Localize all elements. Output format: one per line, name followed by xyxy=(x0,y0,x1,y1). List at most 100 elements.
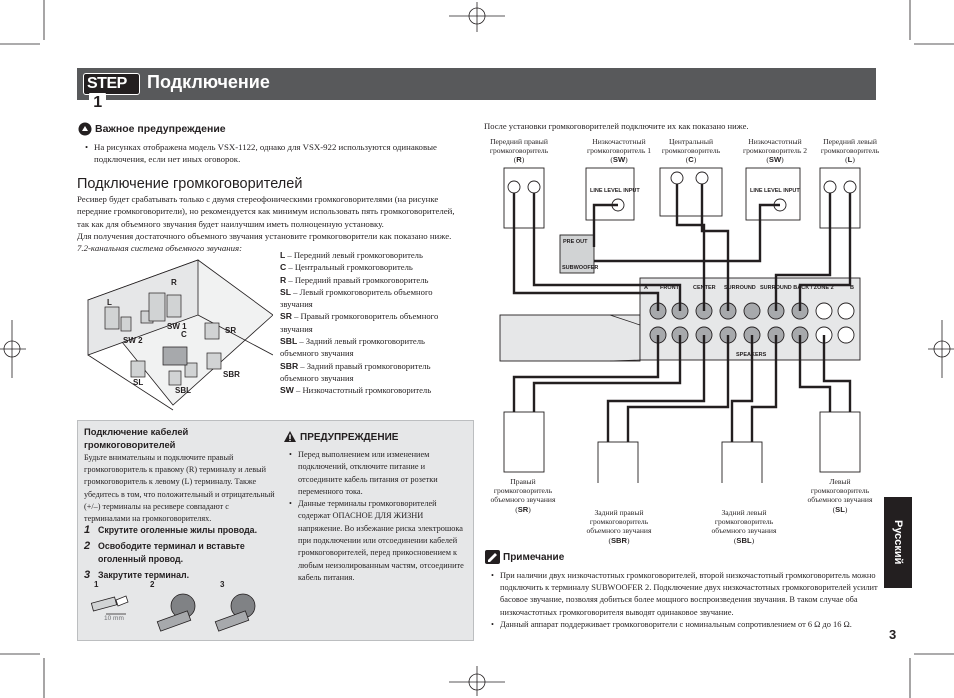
speaker-surround-back-left xyxy=(721,441,763,483)
panel-label-a: A xyxy=(644,285,648,291)
room-caption: 7.2-канальная система объемного звучания… xyxy=(77,243,243,253)
panel-label-b: B xyxy=(850,285,854,291)
panel-label-front: FRONT xyxy=(660,285,680,291)
speaker-front-left xyxy=(819,167,861,229)
figure-label-1: 1 xyxy=(94,580,99,589)
speaker-label-text: Низкочастотный громкоговоритель 1 xyxy=(586,137,652,156)
step-text: Освободите терминал и вставьте оголенный… xyxy=(98,541,245,564)
line-input-label-2: LINE LEVEL INPUT xyxy=(750,188,800,194)
legend-item: SW – Низкочастотный громкоговоритель xyxy=(280,384,462,396)
language-tab xyxy=(884,497,912,588)
room-layout-diagram: R L SW 1 SW 2 C SR SL SBR SBL xyxy=(87,259,273,411)
legend-code: SR xyxy=(280,311,292,322)
subwoofer-label: SUBWOOFER xyxy=(562,265,598,271)
legend-code: SW xyxy=(280,385,294,396)
note-item: При наличии двух низкочастотных громкого… xyxy=(491,570,881,619)
receiver-body xyxy=(499,314,641,362)
warning-icon xyxy=(284,431,296,442)
note-icon xyxy=(485,550,500,564)
step-text: Закрутите терминал. xyxy=(98,570,190,581)
note-item: Данный аппарат поддерживает громкоговори… xyxy=(491,619,881,631)
legend-code: L xyxy=(280,250,286,260)
legend-text: – Задний левый громкоговоритель объемног… xyxy=(280,336,425,359)
legend-text: – Правый громкоговоритель объемного звуч… xyxy=(280,311,439,334)
legend-item: L – Передний левый громкоговоритель xyxy=(280,249,462,261)
subwoofer-2 xyxy=(745,167,801,221)
language-tab-label: Русский xyxy=(892,520,904,565)
speaker-label-subwoofer-1: Низкочастотный громкоговоритель 1(SW) xyxy=(586,137,652,165)
intro-line: так как для объемного звучания будет наи… xyxy=(77,218,384,229)
legend-code: R xyxy=(280,274,287,285)
important-icon xyxy=(78,122,92,136)
speaker-label-text: Левый громкоговоритель объемного звучани… xyxy=(807,477,873,505)
cable-step: 3 Закрутите терминал. xyxy=(84,569,284,581)
room-label-sbr: SBR xyxy=(223,370,240,379)
speaker-code: SBL xyxy=(736,535,752,545)
speaker-surround-back-right xyxy=(597,441,639,483)
speaker-code: SBR xyxy=(610,535,628,545)
legend-item: SL – Левый громкоговоритель объемного зв… xyxy=(280,286,462,311)
legend-item: C – Центральный громкоговоритель xyxy=(280,261,462,273)
speaker-label-text: Задний левый громкоговоритель объемного … xyxy=(711,508,777,536)
legend-text: – Задний правый громкоговоритель объемно… xyxy=(280,360,431,383)
speaker-label-subwoofer-2: Низкочастотный громкоговоритель 2(SW) xyxy=(740,137,810,165)
note-title: Примечание xyxy=(503,552,565,563)
speaker-code: R xyxy=(516,155,522,165)
speaker-wiring-diagram: LINE LEVEL INPUT LINE LEVEL INPUT PRE OU… xyxy=(499,167,861,483)
speaker-surround-right xyxy=(503,411,545,473)
legend-text: – Центральный громкоговоритель xyxy=(286,262,413,273)
note-list: При наличии двух низкочастотных громкого… xyxy=(491,570,881,631)
room-label-sw1: SW 1 xyxy=(167,322,187,331)
intro-line: передние громкоговорители), но рекоменду… xyxy=(77,206,455,217)
step-number: 1 xyxy=(89,93,106,112)
room-label-sl: SL xyxy=(133,378,143,387)
cable-box-text: Будьте внимательны и подключите правый г… xyxy=(84,453,275,524)
room-label-r: R xyxy=(171,278,177,287)
speaker-label-text: Правый громкоговоритель объемного звучан… xyxy=(490,477,556,505)
panel-label-surround-back: SURROUND BACK / ZONE 2 xyxy=(760,285,834,291)
step-num: 3 xyxy=(84,569,91,582)
speaker-label-text: Низкочастотный громкоговоритель 2 xyxy=(742,137,808,156)
line-input-label-1: LINE LEVEL INPUT xyxy=(590,188,640,194)
speaker-label-front-right: Передний правый громкоговоритель(R) xyxy=(489,137,549,165)
step-num: 2 xyxy=(84,540,91,553)
figure-label-2: 2 xyxy=(150,580,155,589)
cable-steps-figure: 1 2 3 10 mm xyxy=(90,580,256,632)
pre-out-panel xyxy=(559,234,595,274)
important-title: Важное предупреждение xyxy=(95,123,226,135)
speaker-center xyxy=(659,167,723,217)
speaker-front-right xyxy=(503,167,545,229)
panel-label-speakers: SPEAKERS xyxy=(736,352,767,358)
figure-label-3: 3 xyxy=(220,580,225,589)
speaker-legend: L – Передний левый громкоговоритель C – … xyxy=(280,249,462,397)
step-badge: STEP1 xyxy=(83,73,140,112)
room-label-sr: SR xyxy=(225,326,236,335)
legend-item: SBR – Задний правый громкоговоритель объ… xyxy=(280,360,462,385)
warning-list: Перед выполнением или изменением подключ… xyxy=(289,449,469,584)
warning-title: ПРЕДУПРЕЖДЕНИЕ xyxy=(300,432,399,443)
speaker-label-surround-back-right: Задний правый громкоговоритель объемного… xyxy=(578,508,660,545)
intro-line: Ресивер будет срабатывать только с двумя… xyxy=(77,194,439,204)
legend-item: SBL – Задний левый громкоговоритель объе… xyxy=(280,335,462,360)
wiring-intro: После установки громкоговорителей подклю… xyxy=(484,121,749,131)
intro-line: Для получения достаточного объемного зву… xyxy=(77,230,452,241)
warning-item: Перед выполнением или изменением подключ… xyxy=(289,449,469,498)
step-header-bar xyxy=(77,68,876,100)
speaker-label-text: Задний правый громкоговоритель объемного… xyxy=(586,508,652,536)
speaker-code: SW xyxy=(612,155,626,165)
panel-label-center: CENTER xyxy=(693,285,716,291)
speaker-label-text: Передний правый громкоговоритель xyxy=(489,137,549,156)
legend-code: C xyxy=(280,262,287,273)
speaker-label-surround-back-left: Задний левый громкоговоритель объемного … xyxy=(703,508,785,545)
speaker-surround-left xyxy=(819,411,861,473)
legend-code: SBL xyxy=(280,336,298,347)
legend-text: – Передний правый громкоговоритель xyxy=(286,274,429,285)
page-title: Подключение xyxy=(147,72,270,92)
speaker-code: SL xyxy=(835,504,845,514)
room-label-sbl: SBL xyxy=(175,386,191,395)
legend-code: SL xyxy=(280,286,291,297)
step-text: Скрутите оголенные жилы провода. xyxy=(98,525,258,535)
